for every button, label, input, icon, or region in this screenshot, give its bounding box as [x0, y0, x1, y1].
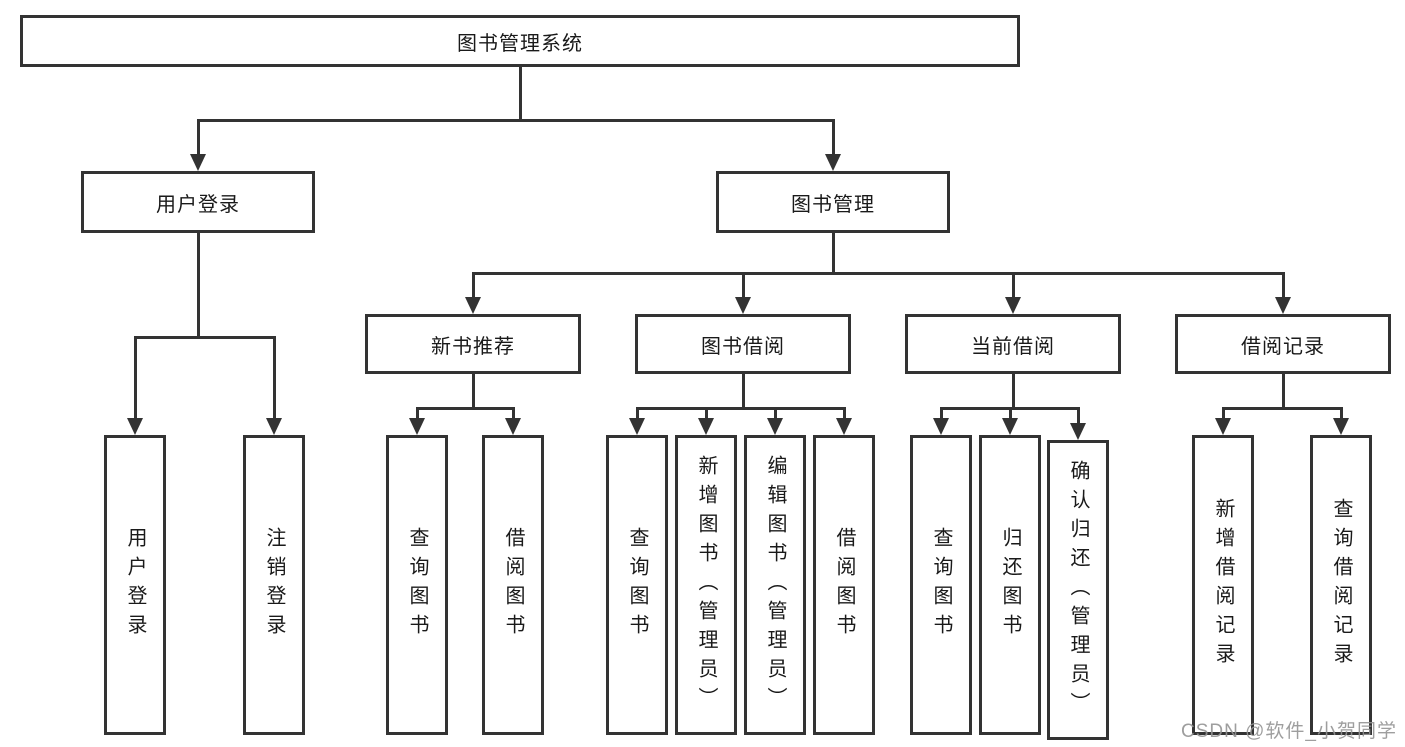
node-borrow-records: 借阅记录: [1175, 314, 1391, 374]
node-borrow-records-label: 借阅记录: [1241, 335, 1325, 358]
leaf-bb-edit-books-admin-label: 编辑图书（管理员）: [764, 454, 786, 716]
leaf-bb-edit-books-admin: 编辑图书（管理员）: [744, 435, 806, 735]
connector-cb-stem-1: [939, 407, 943, 418]
connector-nbr-trunk: [471, 374, 475, 407]
leaf-br-add-record-label: 新增借阅记录: [1212, 498, 1234, 672]
arrowhead-to-book-management: [825, 154, 841, 171]
leaf-br-query-record: 查询借阅记录: [1310, 435, 1372, 735]
connector-cb-stem-3: [1076, 407, 1080, 423]
connector-book-mgmt-trunk: [831, 233, 835, 272]
leaf-cb-confirm-return-admin: 确认归还（管理员）: [1047, 440, 1109, 740]
connector-user-login-hline: [133, 336, 276, 339]
connector-nbr-hline: [415, 407, 515, 410]
leaf-bb-borrow-books-label: 借阅图书: [833, 527, 855, 643]
connector-bb-stem-1: [635, 407, 639, 418]
connector-bb-stem-3: [773, 407, 777, 418]
connector-book-mgmt-stem-3: [1011, 272, 1015, 297]
connector-book-mgmt-stem-2: [741, 272, 745, 297]
connector-nbr-stem-1: [415, 407, 419, 418]
node-current-borrow: 当前借阅: [905, 314, 1121, 374]
arrowhead-to-current-borrow: [1005, 297, 1021, 314]
leaf-bb-add-books-admin-label: 新增图书（管理员）: [695, 454, 717, 716]
arrowhead-to-bb-add-books: [698, 418, 714, 435]
leaf-bb-borrow-books: 借阅图书: [813, 435, 875, 735]
leaf-cb-confirm-return-admin-label: 确认归还（管理员）: [1067, 459, 1089, 721]
arrowhead-to-bb-edit-books: [767, 418, 783, 435]
connector-bb-stem-4: [842, 407, 846, 418]
leaf-br-add-record: 新增借阅记录: [1192, 435, 1254, 735]
connector-bb-hline: [635, 407, 846, 410]
connector-cb-trunk: [1011, 374, 1015, 407]
leaf-user-login-label: 用户登录: [124, 527, 146, 643]
leaf-user-login: 用户登录: [104, 435, 166, 735]
leaf-cb-return-books-label: 归还图书: [999, 527, 1021, 643]
node-book-borrow-label: 图书借阅: [701, 335, 785, 358]
arrowhead-to-nbr-query-books: [409, 418, 425, 435]
arrowhead-to-br-query-record: [1333, 418, 1349, 435]
connector-book-mgmt-stem-4: [1281, 272, 1285, 297]
connector-nbr-stem-2: [511, 407, 515, 418]
arrowhead-to-book-borrow: [735, 297, 751, 314]
arrowhead-to-bb-query-books: [629, 418, 645, 435]
node-user-login-label: 用户登录: [156, 193, 240, 216]
node-book-management-label: 图书管理: [791, 193, 875, 216]
connector-root-trunk: [518, 67, 522, 119]
leaf-bb-add-books-admin: 新增图书（管理员）: [675, 435, 737, 735]
connector-root-stem-right: [831, 119, 835, 154]
leaf-bb-query-books-label: 查询图书: [626, 527, 648, 643]
leaf-bb-query-books: 查询图书: [606, 435, 668, 735]
arrowhead-to-cb-confirm-return: [1070, 423, 1086, 440]
node-current-borrow-label: 当前借阅: [971, 335, 1055, 358]
leaf-cb-query-books: 查询图书: [910, 435, 972, 735]
connector-book-mgmt-stem-1: [471, 272, 475, 297]
connector-br-trunk: [1281, 374, 1285, 407]
arrowhead-to-leaf-user-login: [127, 418, 143, 435]
arrowhead-to-leaf-logout: [266, 418, 282, 435]
connector-root-hline: [196, 119, 835, 122]
node-root-library-system: 图书管理系统: [20, 15, 1020, 67]
connector-bb-trunk: [741, 374, 745, 407]
connector-cb-stem-2: [1008, 407, 1012, 418]
arrowhead-to-br-add-record: [1215, 418, 1231, 435]
connector-bb-stem-2: [704, 407, 708, 418]
connector-user-login-trunk: [196, 233, 200, 336]
leaf-br-query-record-label: 查询借阅记录: [1330, 498, 1352, 672]
connector-root-stem-left: [196, 119, 200, 154]
connector-br-stem-1: [1221, 407, 1225, 418]
connector-user-login-stem-2: [272, 336, 276, 418]
arrowhead-to-nbr-borrow-books: [505, 418, 521, 435]
leaf-logout-login: 注销登录: [243, 435, 305, 735]
leaf-nbr-borrow-books: 借阅图书: [482, 435, 544, 735]
connector-br-hline: [1221, 407, 1343, 410]
arrowhead-to-cb-query-books: [933, 418, 949, 435]
node-book-borrow: 图书借阅: [635, 314, 851, 374]
connector-book-mgmt-hline: [471, 272, 1285, 275]
connector-user-login-stem-1: [133, 336, 137, 418]
leaf-cb-query-books-label: 查询图书: [930, 527, 952, 643]
leaf-nbr-borrow-books-label: 借阅图书: [502, 527, 524, 643]
arrowhead-to-new-book-recommend: [465, 297, 481, 314]
node-book-management: 图书管理: [716, 171, 950, 233]
arrowhead-to-borrow-records: [1275, 297, 1291, 314]
arrowhead-to-user-login: [190, 154, 206, 171]
node-new-book-recommend-label: 新书推荐: [431, 335, 515, 358]
leaf-logout-login-label: 注销登录: [263, 527, 285, 643]
connector-br-stem-2: [1339, 407, 1343, 418]
node-root-label: 图书管理系统: [457, 32, 583, 55]
leaf-nbr-query-books: 查询图书: [386, 435, 448, 735]
arrowhead-to-cb-return-books: [1002, 418, 1018, 435]
node-user-login: 用户登录: [81, 171, 315, 233]
node-new-book-recommend: 新书推荐: [365, 314, 581, 374]
arrowhead-to-bb-borrow-books: [836, 418, 852, 435]
leaf-cb-return-books: 归还图书: [979, 435, 1041, 735]
leaf-nbr-query-books-label: 查询图书: [406, 527, 428, 643]
csdn-watermark: CSDN @软件_小贺同学: [1181, 721, 1397, 742]
